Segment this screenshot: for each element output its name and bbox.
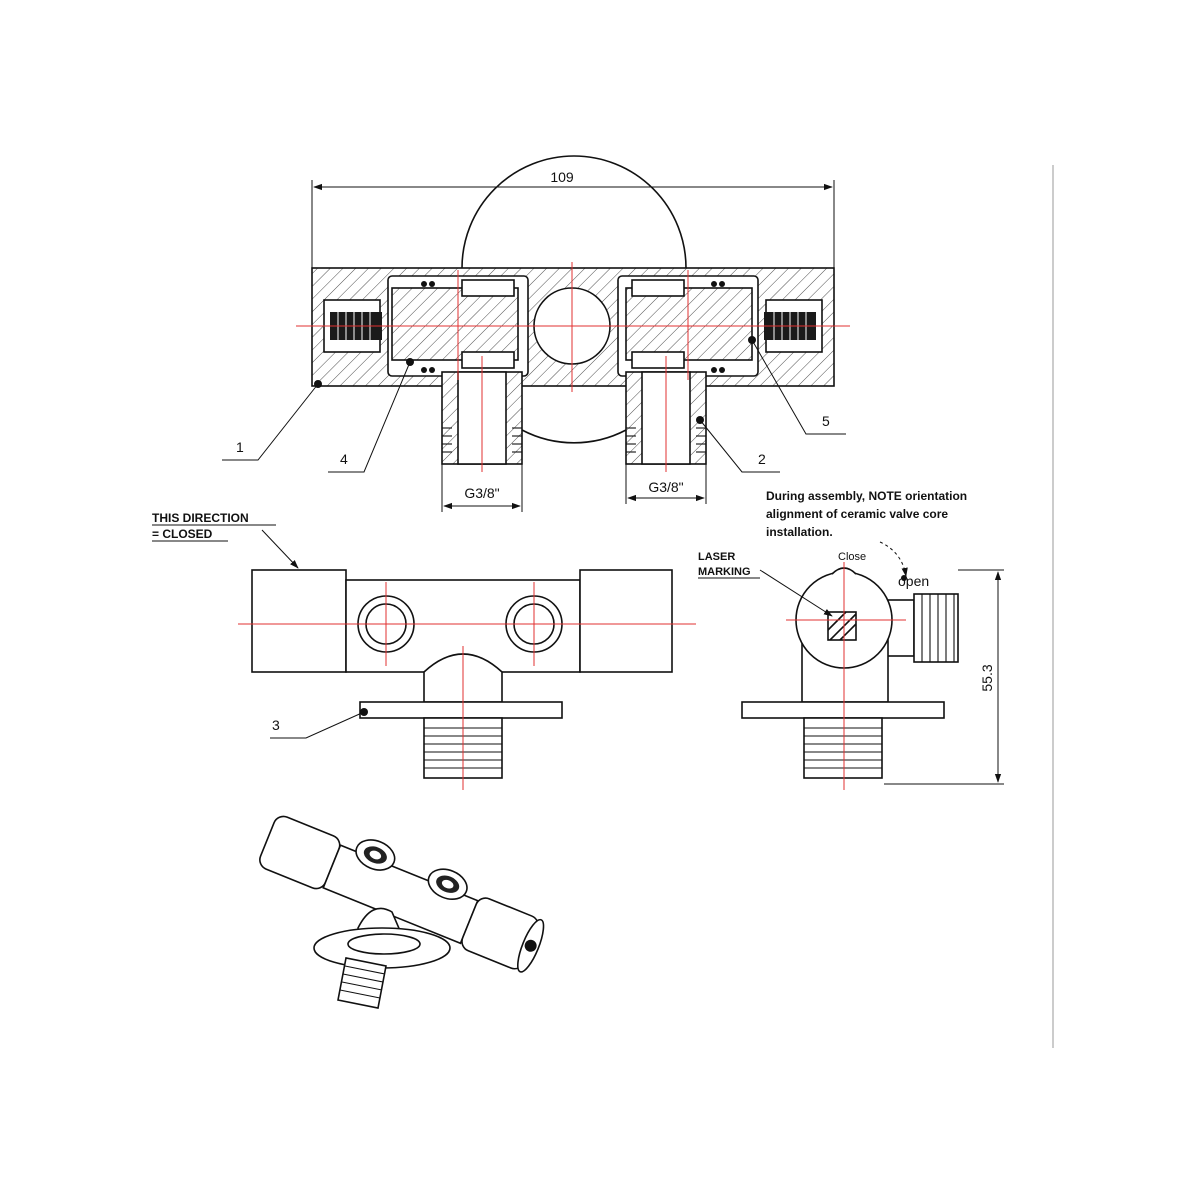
thread-right-label: G3/8" [648,479,683,495]
height-dimension-value: 55.3 [979,664,995,691]
callout-2: 2 [696,416,780,473]
left-core-insert [391,287,519,361]
front-right-cap [579,569,673,673]
iso-flange-inner [347,933,421,955]
direction-arrow [261,529,299,569]
side-outlet-thread-lines [921,594,955,662]
side-outlet-thread [913,593,959,663]
rotation-arrow [879,541,908,577]
width-dimension-value: 109 [550,169,574,185]
laser-marking-hatch [827,611,857,641]
iso-right-port [427,868,468,900]
left-outlet-thread [442,427,522,453]
iso-bottom-thread [337,957,387,1009]
side-bottom-thread [803,717,883,779]
front-view: THIS DIRECTION = CLOSED 3 [152,511,696,790]
right-core-slot-bottom [631,351,685,369]
right-core-slot-top [631,279,685,297]
rotation-pivot-dot [901,575,907,581]
assembly-note-line3: installation. [766,525,833,539]
left-core-slot-bottom [461,351,515,369]
side-bottom-thread-lines [804,727,882,769]
callout-4: 4 [328,358,414,473]
direction-note-line2: = CLOSED [152,527,213,541]
side-flange [741,701,945,719]
side-view: 55.3 LASER MARKING During assembly, NOTE… [698,489,1004,790]
section-view: 109 G3/8" G3/8" 1 4 2 5 [222,155,850,512]
iso-base [313,907,451,1009]
front-flange [359,701,563,719]
thread-left-label: G3/8" [464,485,499,501]
svg-text:1: 1 [236,439,244,455]
right-core-insert [625,287,753,361]
assembly-note-line2: alignment of ceramic valve core [766,507,948,521]
flange-circle-bottom [521,429,627,444]
callout-3: 3 [270,708,368,739]
laser-marking-line2: MARKING [698,566,751,578]
svg-text:4: 4 [340,451,348,467]
callout-5: 5 [748,336,846,435]
callout-1: 1 [222,380,322,461]
svg-text:3: 3 [272,717,280,733]
flange-circle-back [461,155,687,269]
laser-marking-line1: LASER [698,551,735,563]
svg-text:2: 2 [758,451,766,467]
assembly-note-line1: During assembly, NOTE orientation [766,489,967,503]
rotation-close-label: Close [838,551,866,563]
laser-marking-leader [759,569,833,617]
iso-right-end-hole [524,939,537,952]
left-core-slot-top [461,279,515,297]
svg-text:5: 5 [822,413,830,429]
right-outlet-thread [626,427,706,453]
o-ring-seals [421,281,725,373]
front-left-cap [251,569,347,673]
isometric-view [259,815,545,973]
direction-note-line1: THIS DIRECTION [152,511,249,525]
iso-left-port [355,839,396,871]
